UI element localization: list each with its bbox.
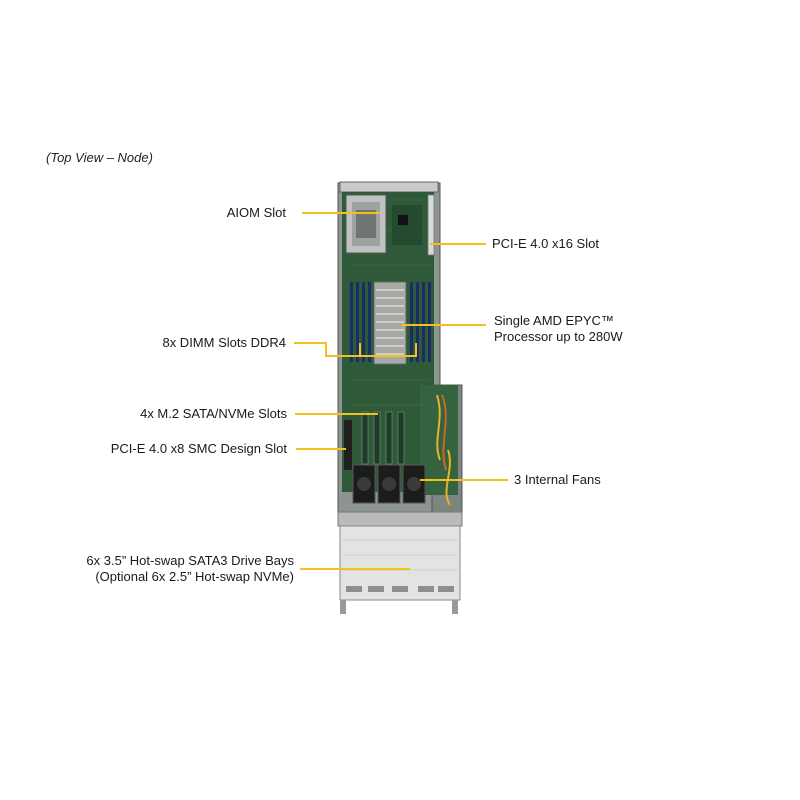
- label-pcie-x16-slot: PCI-E 4.0 x16 Slot: [492, 236, 599, 251]
- label-aiom-slot: AIOM Slot: [226, 205, 286, 220]
- m2-slots: [361, 411, 405, 465]
- label-pcie-x8-slot: PCI-E 4.0 x8 SMC Design Slot: [110, 441, 287, 456]
- pcie-x16-riser: [392, 194, 435, 256]
- dimm-slots: [350, 282, 431, 362]
- label-cpu-line2: Processor up to 280W: [494, 329, 623, 344]
- label-drive-bays: 6x 3.5” Hot-swap SATA3 Drive Bays (Optio…: [40, 553, 294, 585]
- label-dimm-slots: 8x DIMM Slots DDR4: [162, 335, 286, 350]
- drive-bay-cage: [337, 511, 463, 614]
- cpu-heatsink: [373, 281, 407, 365]
- label-drive-bays-line1: 6x 3.5” Hot-swap SATA3 Drive Bays: [86, 553, 294, 568]
- label-cpu: Single AMD EPYC™ Processor up to 280W: [494, 313, 623, 345]
- label-drive-bays-line2: (Optional 6x 2.5” Hot-swap NVMe): [95, 569, 294, 584]
- callout-lines: [294, 212, 508, 570]
- pcie-x8-slot: [344, 420, 352, 470]
- label-m2-slots: 4x M.2 SATA/NVMe Slots: [140, 406, 287, 421]
- label-internal-fans: 3 Internal Fans: [514, 472, 601, 487]
- view-title: (Top View – Node): [46, 150, 153, 165]
- internal-fans: [352, 464, 426, 504]
- callout-line-dimm: [294, 342, 417, 357]
- aiom-slot-module: [345, 194, 387, 254]
- label-cpu-line1: Single AMD EPYC™: [494, 313, 614, 328]
